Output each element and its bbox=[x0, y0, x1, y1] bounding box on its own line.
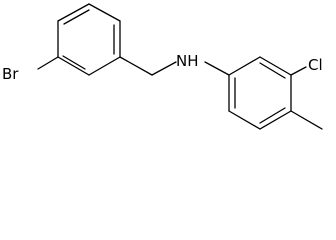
double-bond bbox=[63, 9, 90, 25]
bond-c-br bbox=[37, 56, 59, 70]
bond bbox=[88, 56, 121, 76]
bond-c-cl bbox=[290, 66, 307, 76]
double-bond bbox=[259, 62, 286, 79]
bond bbox=[57, 3, 90, 22]
double-bond bbox=[259, 107, 286, 124]
chemical-structure: Br NH Cl bbox=[2, 3, 323, 130]
bromophenyl-ring bbox=[57, 3, 121, 76]
double-bond bbox=[62, 55, 86, 70]
chlorine-label: Cl bbox=[308, 56, 323, 74]
bond-nh-ring bbox=[204, 61, 230, 76]
bond bbox=[57, 56, 90, 76]
bond-ring-ch2 bbox=[119, 56, 153, 76]
bond-c-methyl bbox=[290, 110, 323, 130]
bond bbox=[259, 56, 292, 76]
bond bbox=[228, 56, 261, 76]
bond bbox=[259, 110, 292, 130]
amine-label: NH bbox=[176, 52, 199, 70]
bond bbox=[88, 3, 121, 22]
chloromethylphenyl-ring bbox=[228, 56, 292, 130]
bromine-label: Br bbox=[2, 65, 19, 83]
bond-ch2-nh bbox=[151, 61, 177, 76]
bond bbox=[228, 110, 261, 130]
